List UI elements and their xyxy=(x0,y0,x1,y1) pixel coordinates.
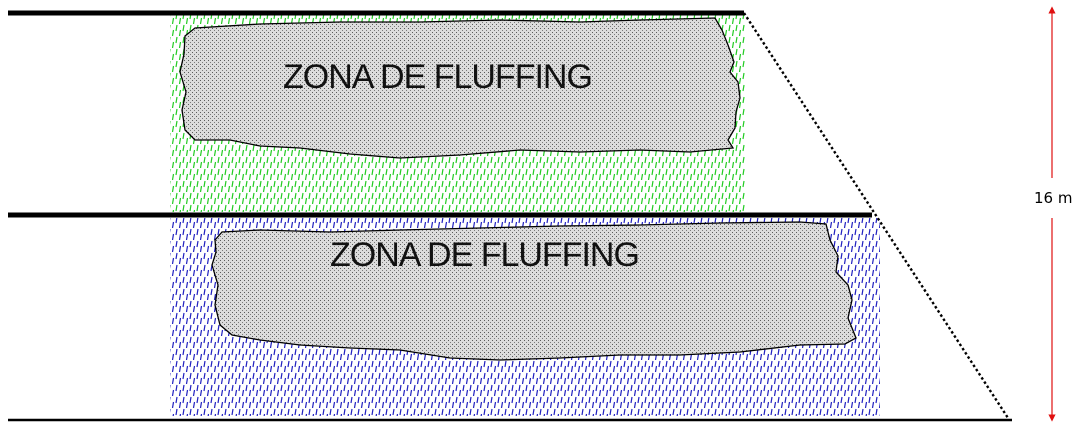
dimension-label: 16 m xyxy=(1034,189,1072,207)
upper-zone-label: ZONA DE FLUFFING xyxy=(283,58,592,96)
lower-zone-label: ZONA DE FLUFFING xyxy=(330,236,639,274)
